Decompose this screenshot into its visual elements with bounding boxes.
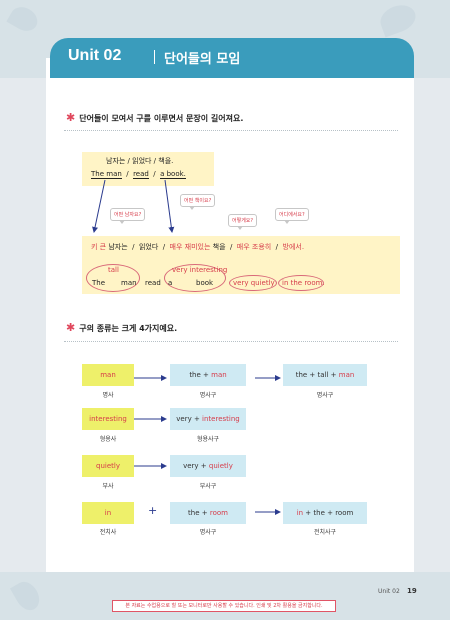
word-chip: quietly <box>82 455 134 477</box>
word-label: 전치사 <box>99 529 117 536</box>
phrase-chip: the + room <box>170 502 246 524</box>
sentence-word: The <box>92 279 106 287</box>
footer-unit: Unit 02 <box>378 588 400 595</box>
phrase-label: 명사구 <box>199 392 217 399</box>
original-korean: 남자는 / 읽었다 / 책을. <box>106 157 174 165</box>
section-heading-2: ✱구의 종류는 크게 4가지예요. <box>66 321 178 334</box>
copyright-notice: 본 자료는 수업용으로 힐 또는 모니터로만 사용할 수 있습니다. 인쇄 및 … <box>112 600 336 612</box>
original-english: The man / read / a book. <box>91 170 186 179</box>
inserted-word: very quietly <box>233 279 275 287</box>
word-chip: man <box>82 364 134 386</box>
unit-label: Unit 02 <box>68 47 122 64</box>
banner-divider <box>154 50 155 64</box>
divider <box>64 130 398 131</box>
unit-title: 단어들의 모임 <box>164 52 241 67</box>
word-chip: in <box>82 502 134 524</box>
divider <box>64 341 398 342</box>
arrow <box>92 179 106 233</box>
star-icon: ✱ <box>66 111 76 124</box>
original-sentence-box <box>82 152 214 186</box>
sentence-word: man <box>121 279 137 287</box>
unit-banner: Unit 02 단어들의 모임 <box>50 38 414 78</box>
phrase-oval <box>278 275 324 291</box>
sentence-word: book <box>196 279 214 287</box>
phrase-label: 형용사구 <box>196 436 220 443</box>
extended-phrase-chip: the + tall + man <box>283 364 367 386</box>
inserted-word: tall <box>108 266 119 274</box>
word-chip: interesting <box>82 408 134 430</box>
phrase-label: 명사구 <box>199 529 217 536</box>
star-icon: ✱ <box>66 321 76 334</box>
inserted-word: very interesting <box>172 266 228 274</box>
question-bubble: 어디에서요? <box>275 208 309 224</box>
extended-phrase-chip: in + the + room <box>283 502 367 524</box>
extended-phrase-label: 전치사구 <box>313 529 337 536</box>
page-number: 19 <box>407 587 417 595</box>
phrase-chip: very + quietly <box>170 455 246 477</box>
expanded-korean: 키 큰 남자는 / 읽었다 / 매우 재미있는 책을 / 매우 조용히 / 방에… <box>91 243 305 251</box>
phrase-oval <box>164 264 226 292</box>
bottom-background <box>0 572 450 620</box>
question-bubble: 어떤 책이요? <box>180 194 216 210</box>
phrase-oval <box>229 275 277 291</box>
sentence-word: read <box>145 279 161 287</box>
extended-phrase-label: 명사구 <box>316 392 334 399</box>
phrase-oval <box>86 264 140 292</box>
arrow <box>164 179 175 233</box>
word-label: 부사 <box>102 483 114 490</box>
question-bubble: 어떤 남자요? <box>110 208 146 224</box>
phrase-label: 부사구 <box>199 483 217 490</box>
content-sheet <box>46 58 414 572</box>
question-bubble: 어떻게요? <box>228 214 258 230</box>
sentence-word: a <box>168 279 173 287</box>
section-heading-1: ✱단어들이 모여서 구를 이루면서 문장이 길어져요. <box>66 111 244 124</box>
word-label: 명사 <box>102 392 114 399</box>
phrase-chip: the + man <box>170 364 246 386</box>
phrase-chip: very + interesting <box>170 408 246 430</box>
plus-sign: + <box>148 504 158 517</box>
inserted-word: in the room. <box>282 279 325 287</box>
word-label: 형용사 <box>99 436 117 443</box>
